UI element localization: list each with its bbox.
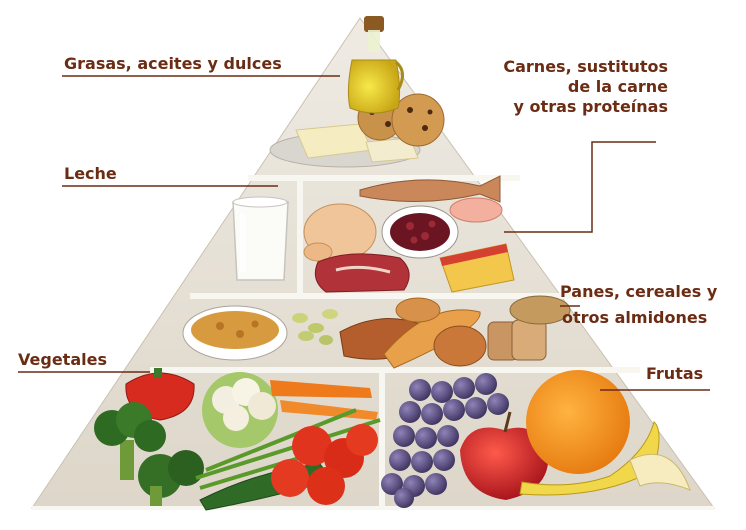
label-vegetables: Vegetales	[18, 350, 107, 370]
bottle-cork-shape	[364, 16, 384, 32]
label-meats-line-1: Carnes, sustitutos	[503, 57, 668, 77]
oil-bottle-shape	[348, 60, 399, 113]
label-breads-line-2: otros almidones	[562, 308, 717, 328]
label-fruits: Frutas	[646, 364, 703, 384]
label-fats-oils-sweets-text: Grasas, aceites y dulces	[64, 54, 282, 74]
orange-shape	[526, 370, 630, 474]
label-milk-text: Leche	[64, 164, 117, 184]
label-meats-proteins: Carnes, sustitutos de la carne y otras p…	[503, 57, 668, 117]
label-meats-line-3: y otras proteínas	[503, 97, 668, 117]
label-vegetables-text: Vegetales	[18, 350, 107, 370]
milk-tier	[233, 197, 288, 280]
label-breads-line-1: Panes, cereales y	[560, 282, 717, 302]
label-breads-cereals: Panes, cereales y otros almidones	[560, 282, 717, 328]
label-meats-line-2: de la carne	[503, 77, 668, 97]
label-fats-oils-sweets: Grasas, aceites y dulces	[64, 54, 282, 74]
steak-shape	[315, 254, 409, 292]
label-milk: Leche	[64, 164, 117, 184]
label-fruits-text: Frutas	[646, 364, 703, 384]
